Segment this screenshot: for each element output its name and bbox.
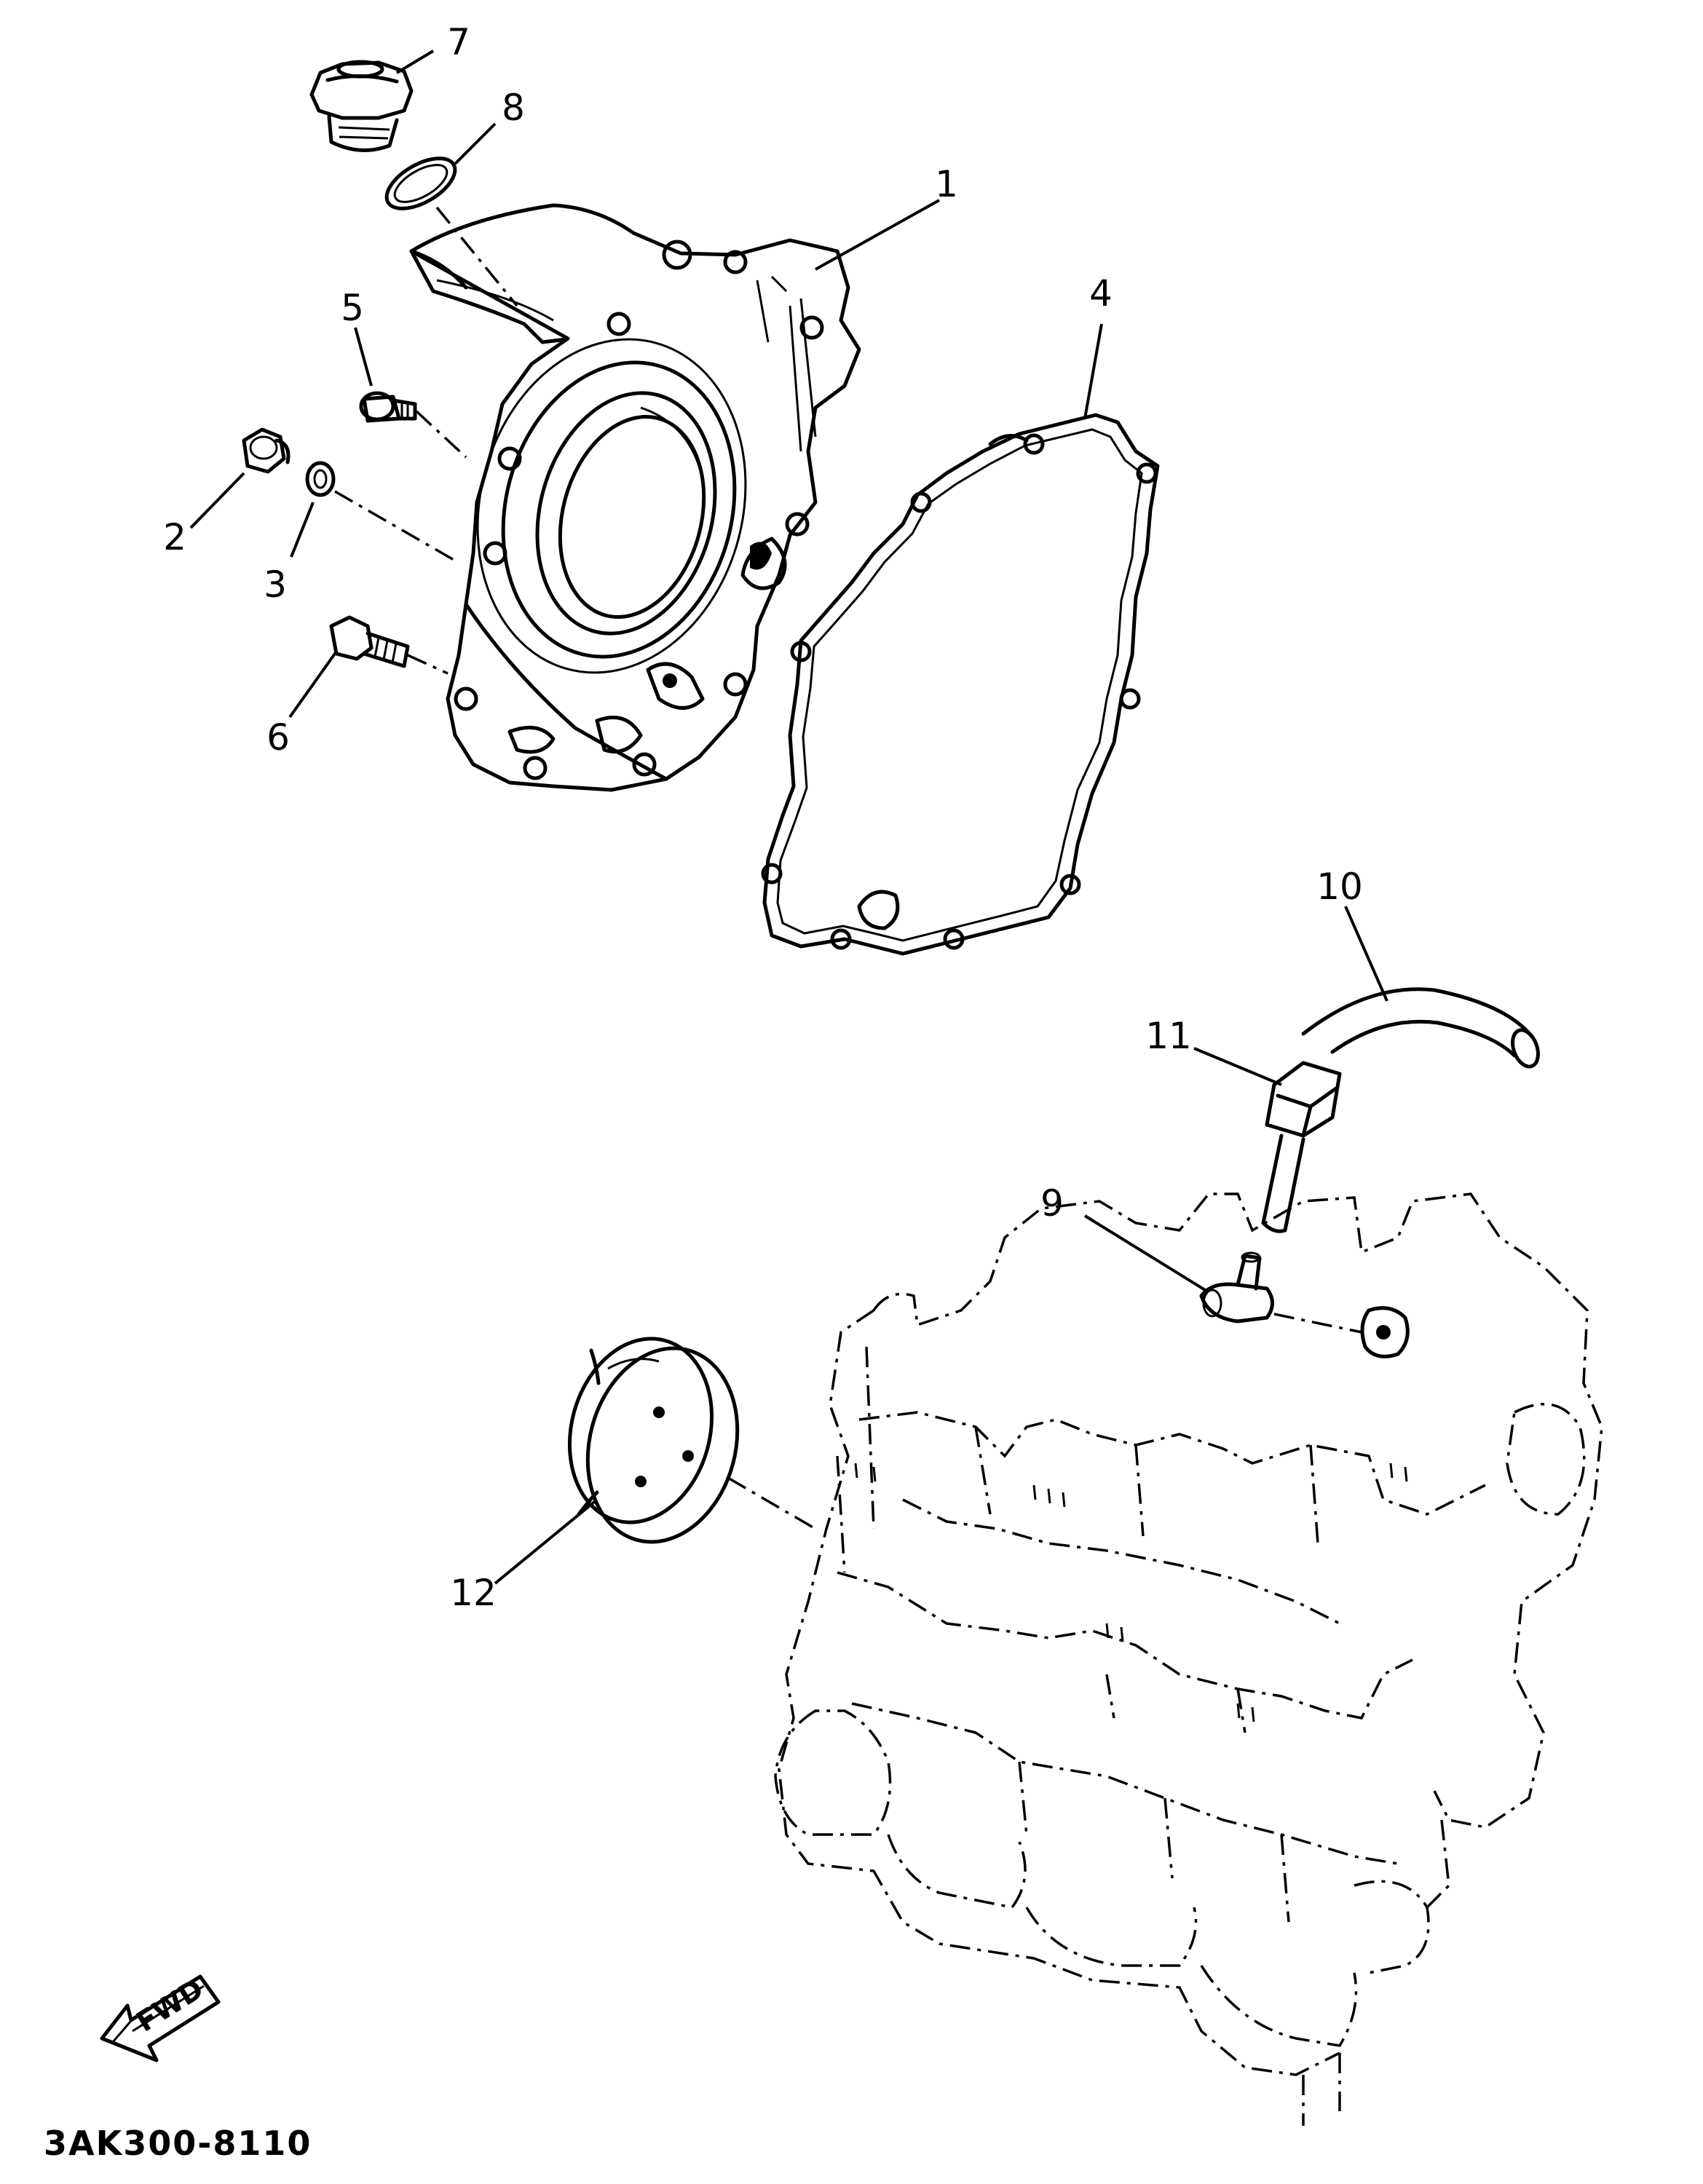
callout-9: 9 bbox=[1040, 1182, 1064, 1224]
fitting-dashed-guide bbox=[1273, 1313, 1362, 1334]
callout-11: 11 bbox=[1145, 1015, 1192, 1057]
hose-part[interactable] bbox=[1301, 987, 1543, 1070]
callout-8: 8 bbox=[502, 87, 525, 129]
leader-2 bbox=[189, 472, 245, 529]
leader-3 bbox=[290, 502, 315, 558]
callout-2: 2 bbox=[163, 516, 186, 558]
leader-6 bbox=[288, 650, 338, 719]
fitting-9-part[interactable] bbox=[1199, 1251, 1274, 1324]
leader-11 bbox=[1193, 1047, 1282, 1086]
cap-12-part[interactable] bbox=[550, 1323, 758, 1559]
leader-4 bbox=[1083, 323, 1103, 419]
nut-2-part[interactable] bbox=[242, 427, 291, 474]
plug-dashed-guide bbox=[435, 206, 518, 307]
filler-plug-part[interactable] bbox=[309, 60, 414, 152]
fwd-label: FWD bbox=[130, 1973, 209, 2038]
cap-dashed-guide bbox=[727, 1476, 816, 1530]
callout-3: 3 bbox=[264, 563, 287, 606]
bolt-6-dashed-guide bbox=[407, 654, 449, 675]
fwd-arrow-icon: FWD bbox=[100, 1973, 221, 2062]
o-ring-part[interactable] bbox=[379, 148, 463, 218]
leader-8 bbox=[454, 122, 497, 165]
callout-10: 10 bbox=[1316, 866, 1363, 908]
callout-1: 1 bbox=[935, 163, 958, 205]
washer-dashed-guide bbox=[334, 490, 456, 562]
leader-5 bbox=[354, 327, 373, 387]
leader-lines bbox=[189, 50, 1388, 1585]
leader-1 bbox=[815, 199, 940, 271]
callout-6: 6 bbox=[266, 716, 290, 759]
bolt-6-part[interactable] bbox=[329, 615, 410, 668]
callout-labels: 1 2 3 4 5 6 7 8 9 10 11 12 bbox=[163, 21, 1363, 1614]
hose-lower-segment bbox=[1261, 1133, 1305, 1233]
callout-12: 12 bbox=[450, 1572, 497, 1614]
callout-7: 7 bbox=[447, 21, 470, 63]
callout-4: 4 bbox=[1089, 272, 1113, 314]
gasket-part[interactable] bbox=[761, 413, 1160, 956]
bolt-5-part[interactable] bbox=[359, 391, 417, 423]
leader-10 bbox=[1344, 906, 1388, 1002]
bolt-5-dashed-guide bbox=[415, 410, 467, 459]
leader-9 bbox=[1083, 1214, 1210, 1294]
crankcase-cover-part[interactable] bbox=[409, 203, 861, 792]
clamp-part[interactable] bbox=[1265, 1061, 1342, 1138]
callout-5: 5 bbox=[341, 287, 364, 329]
diagram-code: 3AK300-8110 bbox=[44, 2124, 312, 2163]
engine-block-outline bbox=[774, 1192, 1603, 2126]
leader-7 bbox=[395, 50, 435, 74]
washer-3-part[interactable] bbox=[305, 461, 336, 497]
leader-12 bbox=[494, 1498, 598, 1585]
